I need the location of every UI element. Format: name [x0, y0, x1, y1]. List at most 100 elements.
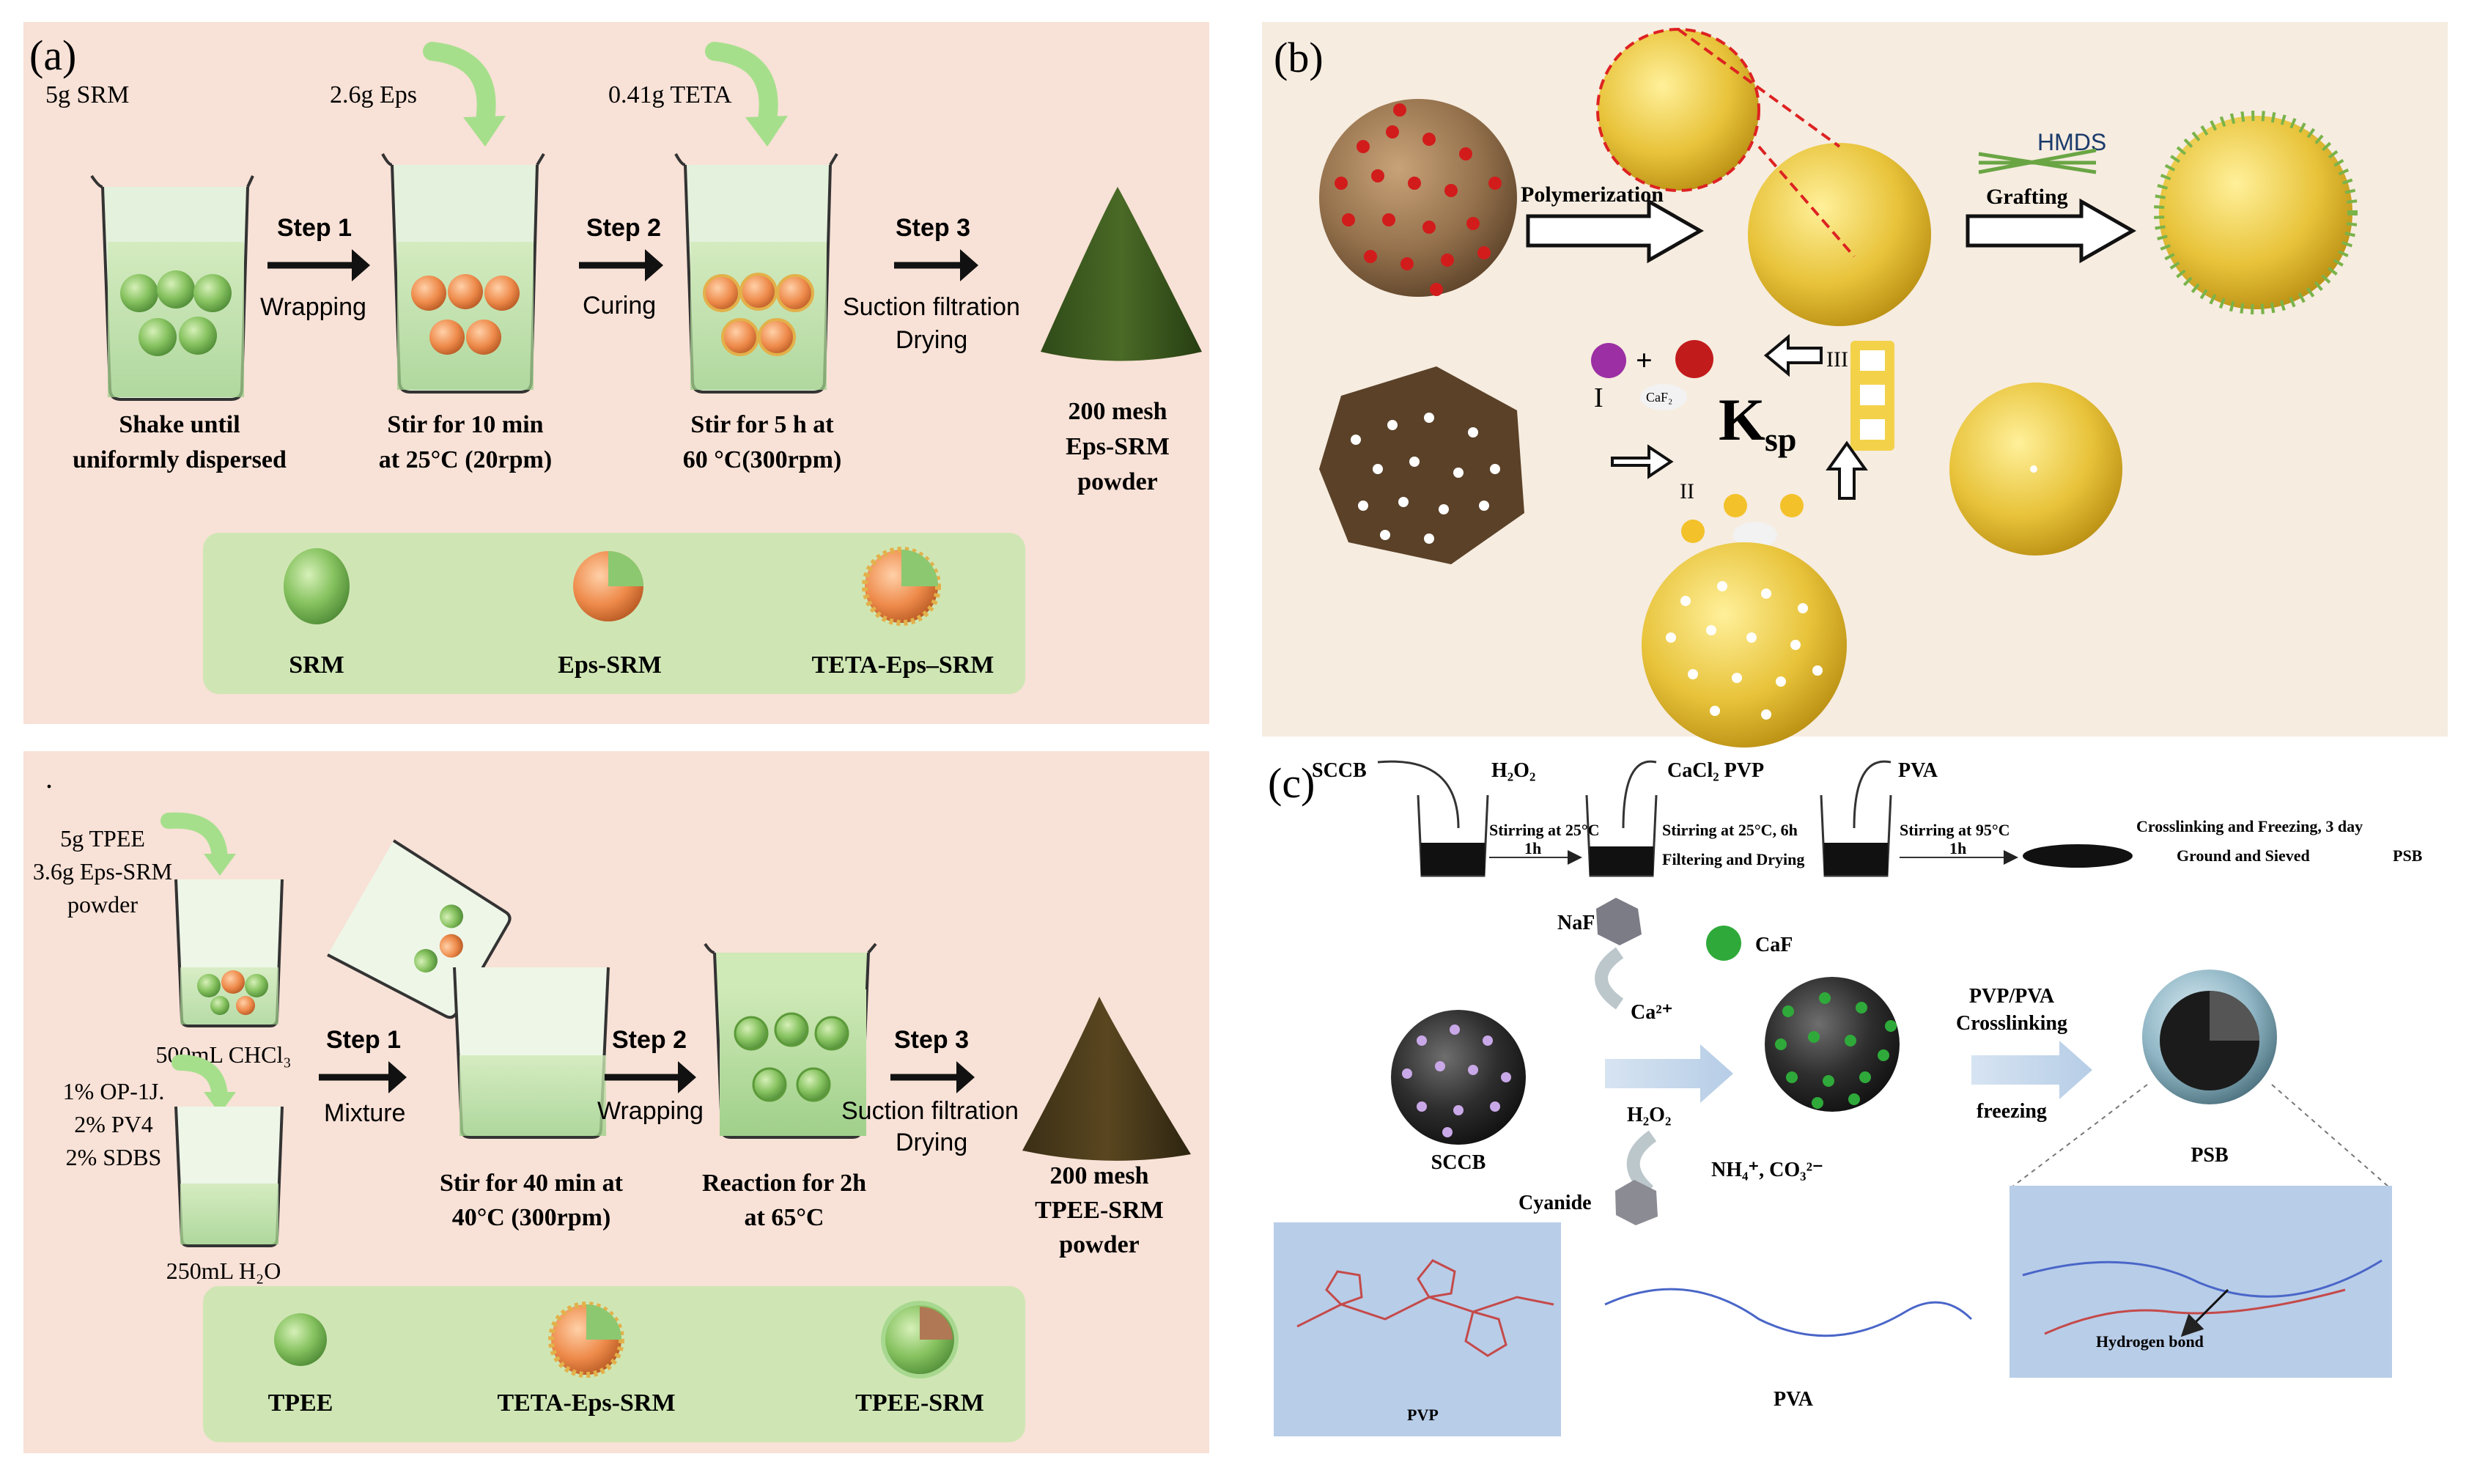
- d-step-2-label: Step 2: [612, 1026, 687, 1054]
- red-dots: [1335, 103, 1502, 296]
- brown-cube: [1319, 366, 1524, 564]
- eps-srm-particle: [466, 320, 501, 355]
- panel-c: (c) SCCB H₂O₂ CaCl₂ PVP PVA Stirring at …: [1262, 755, 2448, 1453]
- panel-c-label: (c): [1268, 759, 1315, 807]
- caf2-precipitate: [1640, 384, 1687, 410]
- c-beaker-3: [1820, 760, 1892, 877]
- grafting-label: Grafting: [1986, 185, 2068, 209]
- srm-particle: [193, 274, 232, 312]
- reagent-powder: powder: [67, 891, 138, 918]
- pva-chain: [1604, 1288, 1973, 1337]
- d-product-line-1: 200 mesh: [1049, 1162, 1148, 1189]
- top-psb: PSB: [2393, 846, 2423, 865]
- cyanide-label: Cyanide: [1518, 1192, 1592, 1214]
- step-1-label: Step 1: [277, 214, 352, 242]
- grafting-arrow: [1966, 198, 2137, 264]
- beaker-water: [174, 1106, 284, 1247]
- ca-label: Ca²⁺: [1631, 1001, 1672, 1024]
- step-3-action-1: Suction filtration: [843, 293, 1020, 321]
- step-3-action-2: Drying: [896, 326, 967, 354]
- ion-purple: [1591, 343, 1626, 378]
- panel-b-label: (b): [1274, 34, 1324, 81]
- top-h2o2: H₂O₂: [1491, 759, 1535, 782]
- product-line-2: Eps-SRM: [1066, 433, 1170, 460]
- add-tpee-arrow: [160, 812, 228, 869]
- srm-particle: [179, 317, 217, 355]
- reagent-eps-srm: 3.6g Eps-SRM: [33, 858, 172, 885]
- ca-curve-arrow: [1595, 947, 1624, 1010]
- legend-srm-icon: [284, 548, 350, 624]
- sun-icons: [1681, 494, 1804, 543]
- pvp-label: PVP: [1407, 1406, 1439, 1424]
- stir-2: Stirring at 25°C, 6h: [1662, 821, 1798, 839]
- roman-1: I: [1594, 383, 1603, 413]
- step-1-action: Wrapping: [260, 293, 366, 321]
- teta-particle: [776, 274, 814, 312]
- srm-particle: [157, 270, 195, 309]
- crosslinking-label: Crosslinking: [1956, 1012, 2067, 1035]
- eps-srm-particle: [429, 320, 465, 355]
- caf2-label: CaF₂: [1646, 390, 1672, 405]
- reaction-arrow-2: [1971, 1041, 2092, 1099]
- step-2-label: Step 2: [586, 214, 661, 242]
- nh4-co3-label: NH₄⁺, CO₃²⁻: [1711, 1159, 1823, 1181]
- eps-srm-particle: [448, 274, 483, 309]
- c-dish: [2023, 844, 2133, 868]
- caption-1-line-2: uniformly dispersed: [73, 446, 287, 473]
- teta-particle: [721, 318, 759, 356]
- panel-d-label: .: [45, 761, 53, 794]
- d-step-3-action-2: Drying: [896, 1129, 967, 1156]
- legend-srm-label: SRM: [289, 651, 344, 679]
- reagent-eps: 2.6g Eps: [330, 81, 417, 108]
- beaker-srm: [90, 174, 254, 401]
- beaker-eps-srm: [381, 152, 545, 394]
- roman-3: III: [1826, 347, 1848, 372]
- panel-a: (a) 5g SRM 2.6g Eps 0.41g TETA: [23, 22, 1209, 724]
- solvent-water: 250mL H₂O: [166, 1258, 281, 1284]
- d-step-3-action-1: Suction filtration: [841, 1097, 1019, 1125]
- pvp-structure-box: [1274, 1222, 1561, 1436]
- legend-tpee-label: TPEE: [268, 1389, 333, 1417]
- polymerization-label: Polymerization: [1521, 182, 1664, 207]
- d-step-3-label: Step 3: [894, 1026, 969, 1054]
- d-caption-1-line-1: Stir for 40 min at: [440, 1170, 624, 1197]
- ksp-subscript: sp: [1765, 421, 1796, 458]
- ksp-label: K: [1719, 386, 1765, 453]
- d-caption-2-line-1: Reaction for 2h: [702, 1170, 866, 1197]
- step-2-action: Curing: [583, 292, 656, 320]
- sccb-label: SCCB: [1431, 1151, 1486, 1174]
- d-step-2-action: Wrapping: [597, 1097, 704, 1125]
- time-1: 1h: [1524, 839, 1541, 857]
- top-cacl2-pvp: CaCl₂ PVP: [1667, 759, 1764, 782]
- filter-dry: Filtering and Drying: [1662, 850, 1804, 868]
- c-beaker-1: [1377, 760, 1489, 877]
- teta-particle: [739, 273, 778, 311]
- teta-particle: [758, 318, 796, 356]
- product-line-1: 200 mesh: [1068, 398, 1167, 425]
- srm-particle: [120, 274, 158, 312]
- add-eps-arrow: [423, 42, 496, 138]
- legend-teta-eps-srm-label: TETA-Eps–SRM: [812, 651, 994, 679]
- arrow-ii-right: [1611, 444, 1674, 479]
- d-step-1-action: Mixture: [324, 1099, 405, 1127]
- arrow-up: [1826, 440, 1868, 500]
- legend-teta-eps-srm-label-2: TETA-Eps-SRM: [497, 1389, 675, 1417]
- time-2: 1h: [1949, 839, 1966, 857]
- caption-2-line-1: Stir for 10 min: [387, 411, 543, 438]
- caf-ball: [1706, 926, 1741, 961]
- top-sccb: SCCB: [1312, 759, 1367, 782]
- hmds-icon: [1978, 148, 2097, 174]
- caption-2-line-2: at 25°C (20rpm): [379, 446, 552, 473]
- eps-srm-particle: [484, 276, 520, 311]
- grafted-sphere: [2154, 111, 2358, 314]
- roman-2: II: [1680, 479, 1694, 503]
- srm-particle: [139, 318, 177, 356]
- beaker-mixture: [453, 967, 610, 1139]
- tpee-srm-powder-pile: [1022, 997, 1191, 1161]
- stir-3: Stirring at 95°C: [1900, 821, 2010, 839]
- coated-sphere: [1748, 143, 1931, 326]
- add-teta-arrowhead: [745, 116, 788, 147]
- stir-1: Stirring at 25°C: [1489, 821, 1600, 839]
- naf-crystal: [1596, 898, 1642, 945]
